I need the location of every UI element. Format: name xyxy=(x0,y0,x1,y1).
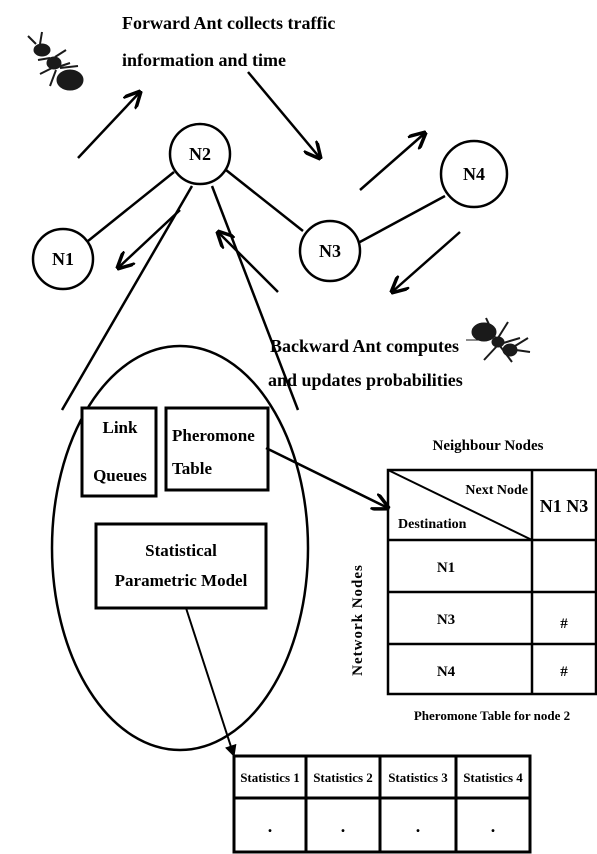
statistics-header: Statistics 1 xyxy=(240,770,300,785)
forward-arrow-1 xyxy=(77,92,140,159)
pheromone-header-cols: N1 N3 xyxy=(540,496,589,516)
node-n4-label: N4 xyxy=(463,164,485,184)
forward-arrow-2 xyxy=(247,71,320,158)
backward-arrow-1 xyxy=(392,231,461,292)
statistics-value: . xyxy=(341,816,346,836)
pheromone-table-box: Pheromone Table xyxy=(164,406,270,492)
link-queues-line1: Link xyxy=(103,418,139,437)
statistics-header: Statistics 4 xyxy=(463,770,523,785)
backward-arrow-3 xyxy=(118,209,181,268)
forward-ant-caption-line2: information and time xyxy=(122,50,286,70)
node-n4: N4 xyxy=(439,139,509,209)
statistical-model-box: Statistical Parametric Model xyxy=(94,522,268,610)
pheromone-header-next: Next Node xyxy=(465,483,528,498)
statistics-value: . xyxy=(491,816,496,836)
pheromone-table: Neighbour Nodes Network Nodes Next Node … xyxy=(350,438,597,723)
statistics-table: Statistics 1 Statistics 2 Statistics 3 S… xyxy=(232,754,532,854)
pheromone-row-dest: N4 xyxy=(437,664,456,680)
node-n2-label: N2 xyxy=(189,144,211,164)
pheromone-table-arrow xyxy=(265,446,388,508)
model-box-line1: Statistical xyxy=(145,541,217,560)
pheromone-table-title: Neighbour Nodes xyxy=(433,438,544,454)
forward-ant-caption-line1: Forward Ant collects traffic xyxy=(122,13,335,33)
statistics-value: . xyxy=(268,816,273,836)
node-detail-circle xyxy=(50,344,310,752)
node-n3: N3 xyxy=(298,219,362,283)
link-queues-box: Link Queues xyxy=(80,406,158,498)
pheromone-row-dest: N3 xyxy=(437,612,455,628)
backward-arrow-2 xyxy=(218,232,279,293)
statistics-header: Statistics 3 xyxy=(388,770,448,785)
link-n3-n4 xyxy=(357,194,446,245)
link-n2-n3 xyxy=(225,169,304,232)
pheromone-table-side-label: Network Nodes xyxy=(350,564,366,676)
pheromone-box-line1: Pheromone xyxy=(172,426,255,445)
pheromone-table-caption: Pheromone Table for node 2 xyxy=(414,708,570,723)
link-n1-n2 xyxy=(87,171,175,242)
zoom-line-right xyxy=(210,185,300,411)
backward-ant-icon xyxy=(466,317,531,363)
pheromone-row-dest: N1 xyxy=(437,560,455,576)
backward-ant-caption-line1: Backward Ant computes xyxy=(270,336,459,356)
pheromone-header-dest: Destination xyxy=(398,517,467,532)
statistics-header: Statistics 2 xyxy=(313,770,373,785)
pheromone-row-value: # xyxy=(560,664,568,680)
node-n3-label: N3 xyxy=(319,241,341,261)
forward-arrow-3 xyxy=(359,133,425,191)
statistics-table-arrow xyxy=(185,607,237,758)
node-n2: N2 xyxy=(168,122,232,186)
backward-ant-caption-line2: and updates probabilities xyxy=(268,370,463,390)
pheromone-box-line2: Table xyxy=(172,459,212,478)
forward-ant-icon xyxy=(27,31,84,91)
statistics-value: . xyxy=(416,816,421,836)
node-n1: N1 xyxy=(31,227,95,291)
model-box-line2: Parametric Model xyxy=(115,571,248,590)
pheromone-row-value: # xyxy=(560,616,568,632)
link-queues-line2: Queues xyxy=(93,466,147,485)
node-n1-label: N1 xyxy=(52,249,74,269)
zoom-line-left xyxy=(60,185,194,411)
